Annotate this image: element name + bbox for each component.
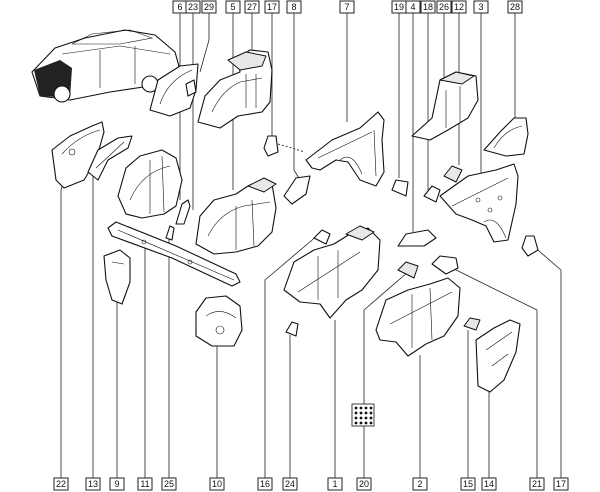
callout-7: 7 [339, 0, 355, 14]
svg-text:17: 17 [267, 2, 277, 12]
part-19-bracket [391, 179, 409, 197]
callout-16: 16 [257, 477, 273, 491]
callout-12: 12 [451, 0, 467, 14]
part-5-27-wheelhouse-upper [197, 49, 273, 129]
callout-2: 2 [412, 477, 428, 491]
callouts-top: 6 23 29 5 27 17 8 7 19 4 18 26 12 3 28 [172, 0, 523, 14]
svg-text:11: 11 [140, 479, 149, 489]
svg-text:22: 22 [56, 479, 66, 489]
svg-text:1: 1 [332, 479, 337, 489]
part-29-wheel-arch [149, 63, 199, 117]
part-8-gusset [283, 175, 311, 205]
part-24-clip [285, 321, 299, 337]
part-28-wheel-arch-right [483, 117, 529, 157]
callout-5: 5 [225, 0, 241, 14]
svg-text:15: 15 [463, 479, 473, 489]
part-17-bracket-bottom [521, 235, 539, 257]
svg-text:6: 6 [177, 2, 182, 12]
callout-14: 14 [481, 477, 497, 491]
part-10-inner-sill [195, 295, 243, 347]
svg-text:5: 5 [230, 2, 235, 12]
part-1-front-side-member [283, 225, 381, 319]
part-22-quarter-panel [51, 121, 105, 189]
svg-text:4: 4 [410, 2, 415, 12]
svg-text:20: 20 [359, 479, 369, 489]
svg-text:21: 21 [532, 479, 542, 489]
callout-3: 3 [473, 0, 489, 14]
callout-10: 10 [209, 477, 225, 491]
svg-text:26: 26 [439, 2, 449, 12]
svg-text:25: 25 [164, 479, 174, 489]
callout-17-top: 17 [264, 0, 280, 14]
part-18-bracket [423, 185, 441, 203]
part-13-pillar-strip [87, 135, 133, 181]
svg-text:19: 19 [394, 2, 404, 12]
part-14-lower-panel [475, 319, 521, 393]
svg-text:10: 10 [212, 479, 222, 489]
part-3-inner-wing-panel [439, 163, 519, 243]
svg-text:28: 28 [510, 2, 520, 12]
svg-text:17: 17 [556, 479, 566, 489]
part-15-block [463, 317, 481, 331]
callout-22: 22 [53, 477, 69, 491]
svg-text:23: 23 [188, 2, 198, 12]
callout-19: 19 [391, 0, 407, 14]
svg-text:9: 9 [114, 479, 119, 489]
callout-27: 27 [244, 0, 260, 14]
callout-23: 23 [185, 0, 201, 14]
svg-text:24: 24 [285, 479, 295, 489]
part-12-bracket [443, 165, 463, 183]
part-9-small-panel [103, 249, 131, 305]
part-23-brace [175, 199, 191, 225]
callout-8: 8 [286, 0, 302, 14]
part-26-12-wheelhouse-right [411, 71, 479, 141]
callouts-bottom: 22 13 9 11 25 10 16 24 1 20 2 15 14 21 1… [53, 477, 569, 491]
fastener-grid-icon [351, 403, 375, 427]
callout-24: 24 [282, 477, 298, 491]
svg-text:8: 8 [291, 2, 296, 12]
callout-11: 11 [137, 477, 153, 491]
callout-15: 15 [460, 477, 476, 491]
part-4-plate [397, 229, 437, 247]
car-body-locator-icon [31, 29, 181, 103]
callout-28: 28 [507, 0, 523, 14]
callout-26: 26 [436, 0, 452, 14]
svg-text:27: 27 [247, 2, 257, 12]
callout-21: 21 [529, 477, 545, 491]
part-16-clip [313, 229, 331, 245]
svg-text:18: 18 [423, 2, 433, 12]
part-20-bracket [397, 261, 419, 279]
callout-29: 29 [201, 0, 217, 14]
callout-18: 18 [420, 0, 436, 14]
part-6-wheelhouse-inner-left [117, 149, 183, 219]
part-21-bracket [431, 255, 459, 275]
callout-13: 13 [85, 477, 101, 491]
part-7-front-wing [305, 111, 385, 187]
part-25-bolt [165, 225, 175, 241]
part-11-cross-member [107, 221, 241, 287]
svg-text:7: 7 [344, 2, 349, 12]
svg-text:13: 13 [88, 479, 98, 489]
svg-text:16: 16 [260, 479, 270, 489]
callout-25: 25 [161, 477, 177, 491]
callout-17-bottom: 17 [553, 477, 569, 491]
svg-text:3: 3 [478, 2, 483, 12]
callout-4: 4 [405, 0, 421, 14]
callout-20: 20 [356, 477, 372, 491]
callout-1: 1 [327, 477, 343, 491]
svg-text:14: 14 [484, 479, 494, 489]
part-17-bracket-top [263, 135, 306, 157]
svg-text:2: 2 [417, 479, 422, 489]
callout-9: 9 [109, 477, 125, 491]
part-2-front-side-member-right [375, 277, 461, 357]
svg-text:29: 29 [204, 2, 214, 12]
svg-text:12: 12 [454, 2, 464, 12]
part-5-wheelhouse-assembly [195, 177, 277, 255]
callout-6: 6 [172, 0, 188, 14]
